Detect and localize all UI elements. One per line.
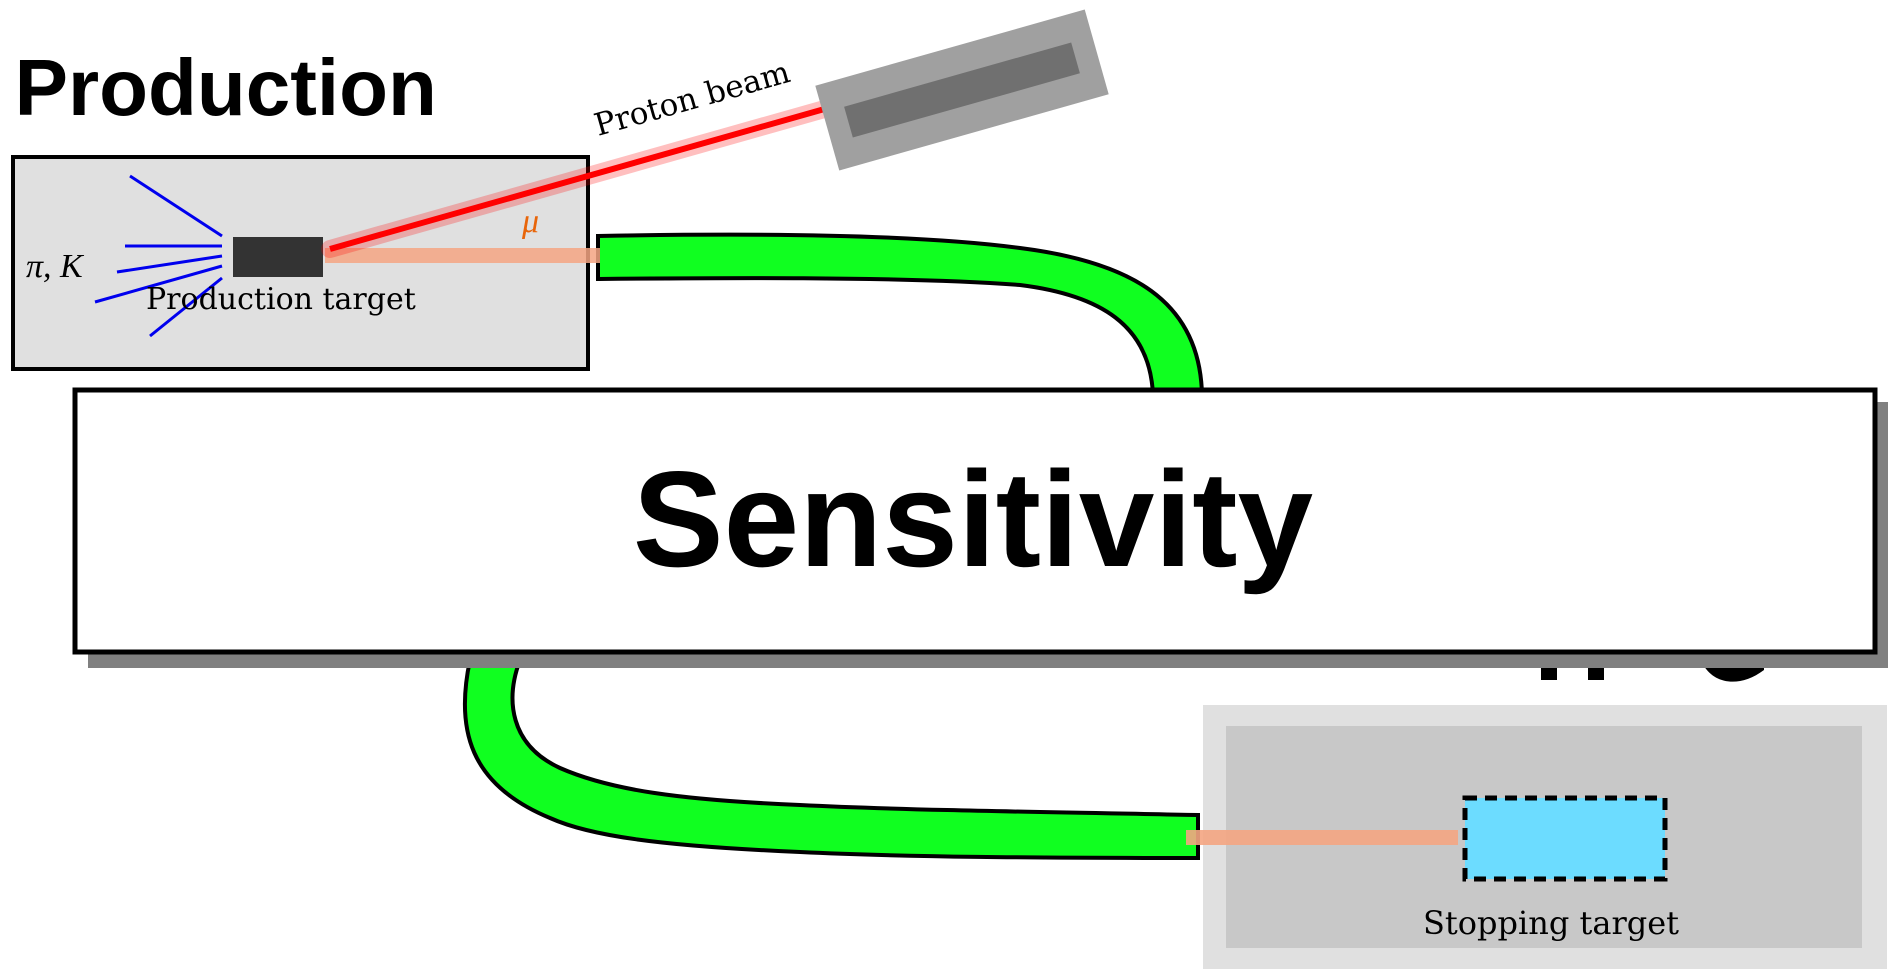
muon-beam-to-stopping-target bbox=[1186, 830, 1458, 845]
proton-beam bbox=[329, 105, 829, 252]
transport-solenoid-lower bbox=[462, 658, 1200, 861]
pion-kaon-tracks bbox=[94, 174, 223, 338]
pi-k-label: π, K bbox=[26, 248, 85, 285]
stopping-target bbox=[1462, 795, 1668, 882]
sensitivity-banner-text: Sensitivity bbox=[633, 443, 1313, 595]
production-heading: I. Production bbox=[0, 43, 437, 132]
sensitivity-banner bbox=[72, 387, 1878, 655]
transport-solenoid-upper bbox=[596, 232, 1205, 397]
muon-label: μ bbox=[521, 203, 539, 240]
production-target bbox=[233, 237, 323, 277]
muon-beam bbox=[325, 248, 600, 263]
production-target-label: Production target bbox=[146, 282, 416, 317]
proton-source bbox=[815, 9, 1109, 171]
stopping-target-label: Stopping target bbox=[1423, 904, 1679, 942]
